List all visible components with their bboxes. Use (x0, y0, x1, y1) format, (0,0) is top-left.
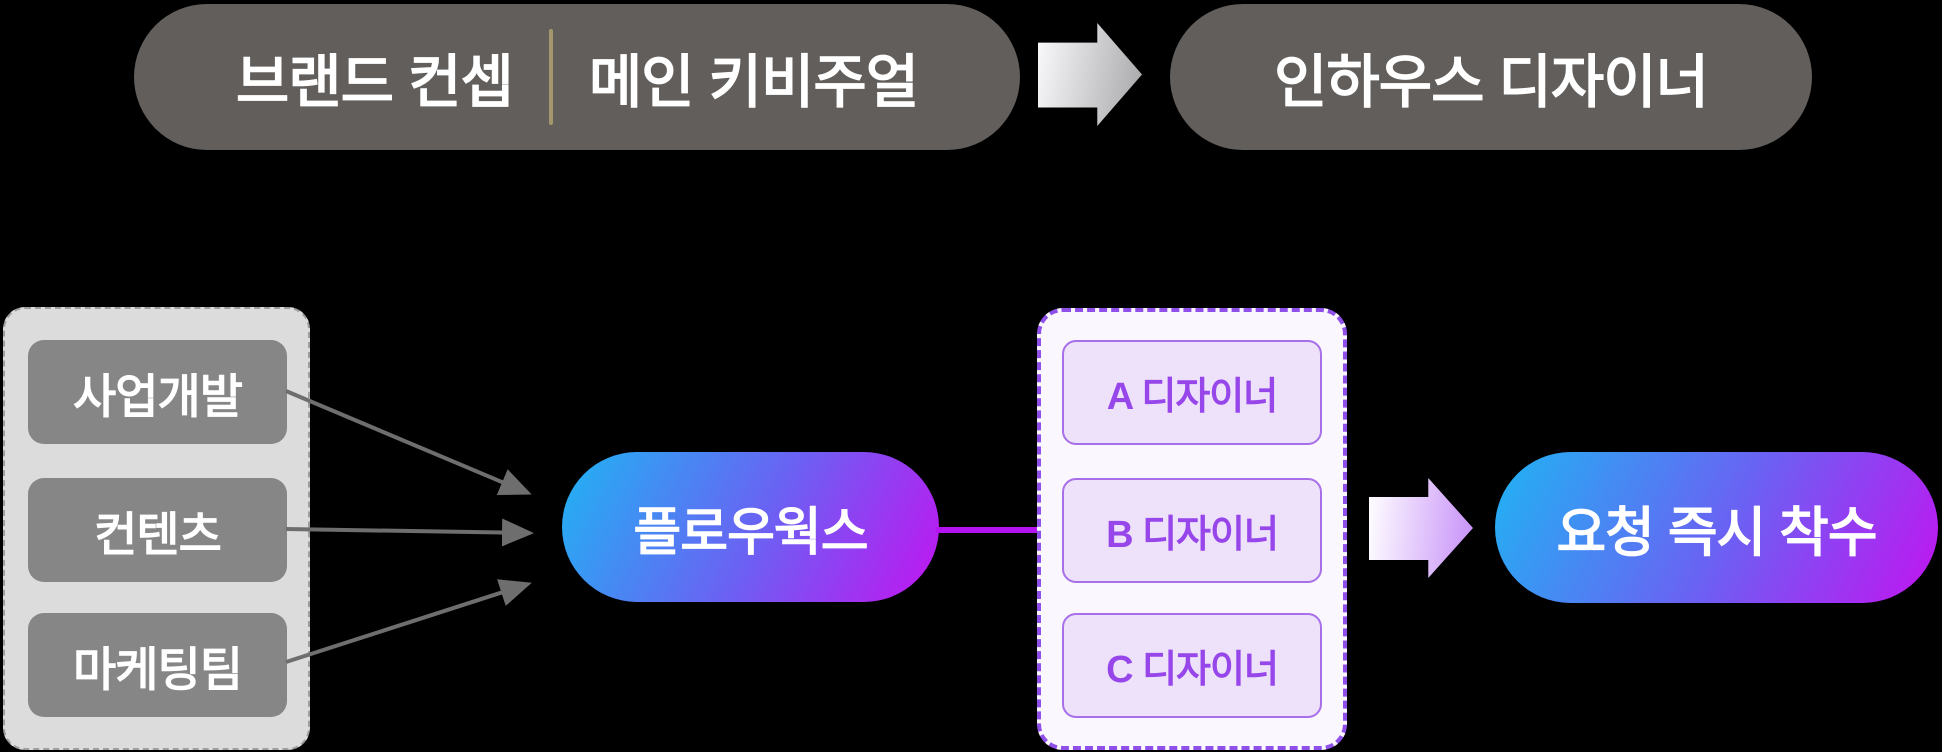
designer-box-b: B 디자이너 (1062, 478, 1322, 583)
team-group-panel: 사업개발 컨텐츠 마케팅팀 (3, 307, 310, 750)
main-keyvisual-label: 메인 키비주얼 (588, 50, 919, 115)
designer-box-a: A 디자이너 (1062, 340, 1322, 445)
right-arrow-purple-icon (1369, 478, 1473, 578)
designer-label: B 디자이너 (1106, 514, 1279, 556)
inhouse-designer-pill: 인하우스 디자이너 (1170, 4, 1812, 150)
request-start-label: 요청 즉시 착수 (1556, 503, 1877, 563)
team-label: 컨텐츠 (94, 507, 222, 561)
designer-box-c: C 디자이너 (1062, 613, 1322, 718)
request-start-pill: 요청 즉시 착수 (1495, 452, 1938, 603)
flowworks-pill: 플로우웍스 (562, 452, 939, 602)
team-label: 마케팅팀 (73, 642, 243, 696)
designer-label: C 디자이너 (1106, 649, 1279, 691)
inhouse-designer-label: 인하우스 디자이너 (1274, 50, 1709, 115)
right-arrow-gray-icon (1038, 23, 1142, 126)
vertical-divider (548, 29, 553, 125)
connector-line (936, 527, 1040, 533)
flowworks-label: 플로우웍스 (633, 503, 868, 562)
brand-concept-label: 브랜드 컨셉 (235, 50, 514, 115)
team-box-bizdev: 사업개발 (28, 340, 287, 444)
designer-group-panel: A 디자이너 B 디자이너 C 디자이너 (1037, 308, 1347, 750)
team-box-content: 컨텐츠 (28, 478, 287, 582)
designer-label: A 디자이너 (1106, 376, 1278, 418)
team-box-marketing: 마케팅팀 (28, 613, 287, 717)
brand-concept-pill: 브랜드 컨셉 메인 키비주얼 (134, 4, 1020, 150)
team-label: 사업개발 (73, 369, 243, 423)
